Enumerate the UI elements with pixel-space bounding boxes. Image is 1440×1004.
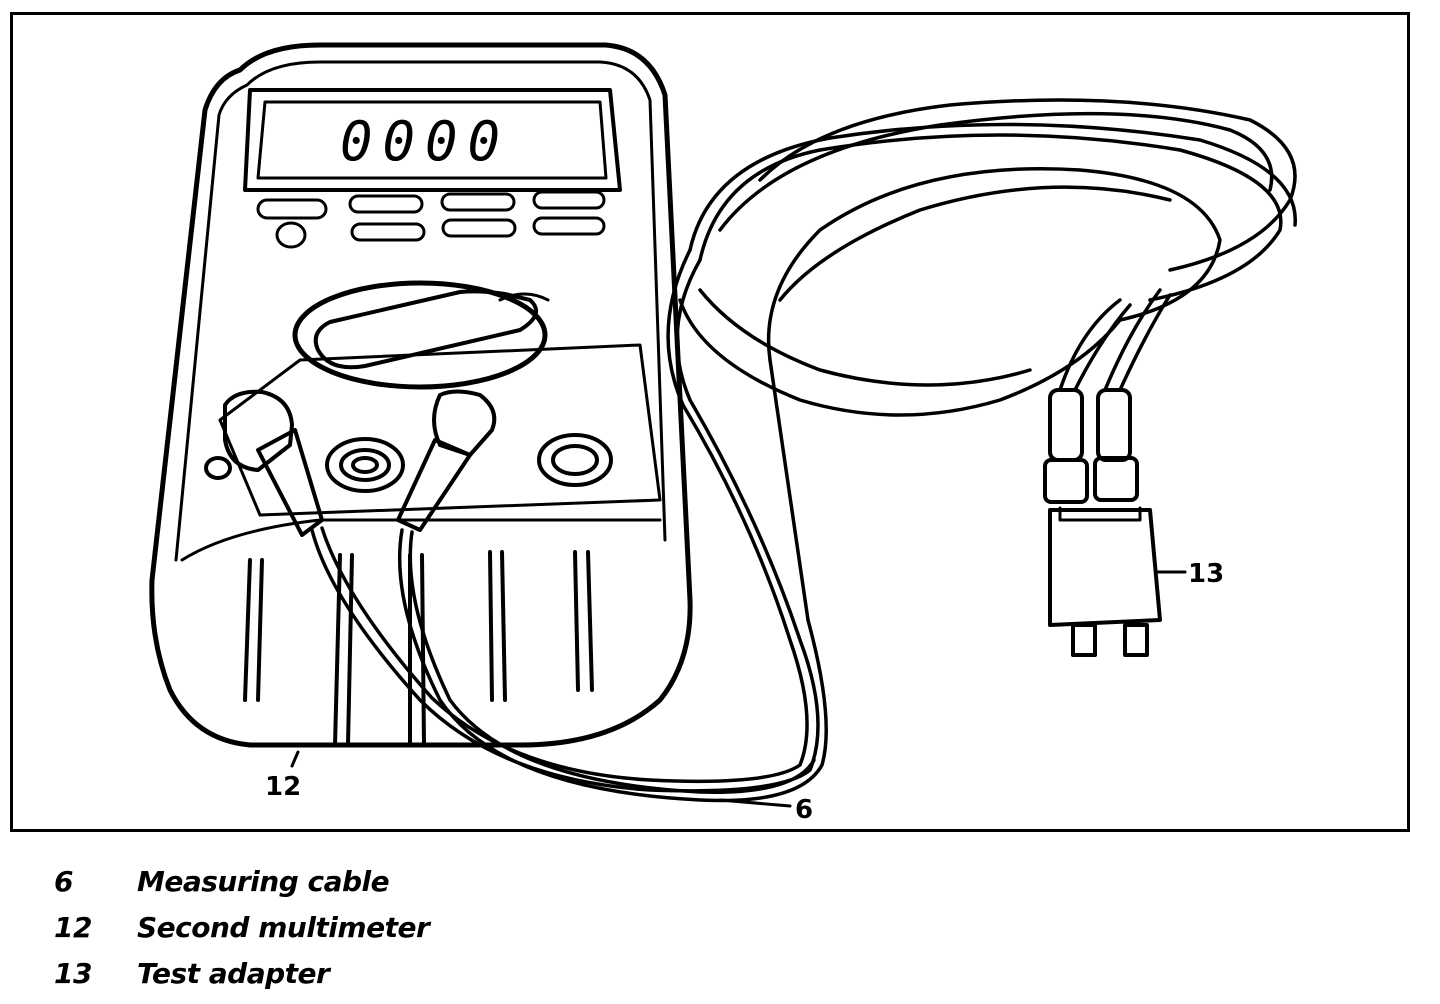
leader-lines: [290, 570, 1187, 808]
legend-label: Second multimeter: [137, 911, 430, 944]
test-adapter: [1043, 388, 1162, 657]
rotary-dial: [292, 280, 550, 390]
legend-number: 13: [54, 957, 92, 990]
callout-12: 12: [265, 772, 301, 802]
legend-label: Measuring cable: [137, 865, 390, 898]
display-reading: 0000: [340, 110, 510, 173]
button-row: [256, 190, 606, 249]
multimeter-body: [149, 42, 693, 748]
callout-6: 6: [795, 795, 813, 825]
callout-13: 13: [1188, 559, 1224, 589]
legend-number: 12: [54, 911, 92, 944]
legend-number: 6: [54, 865, 73, 898]
grip-ribs: [243, 550, 594, 747]
probe-plugs: [223, 389, 497, 537]
input-jacks: [204, 343, 662, 517]
display-screen: [243, 88, 622, 192]
legend-label: Test adapter: [137, 957, 330, 990]
measuring-cable: [310, 98, 1297, 803]
